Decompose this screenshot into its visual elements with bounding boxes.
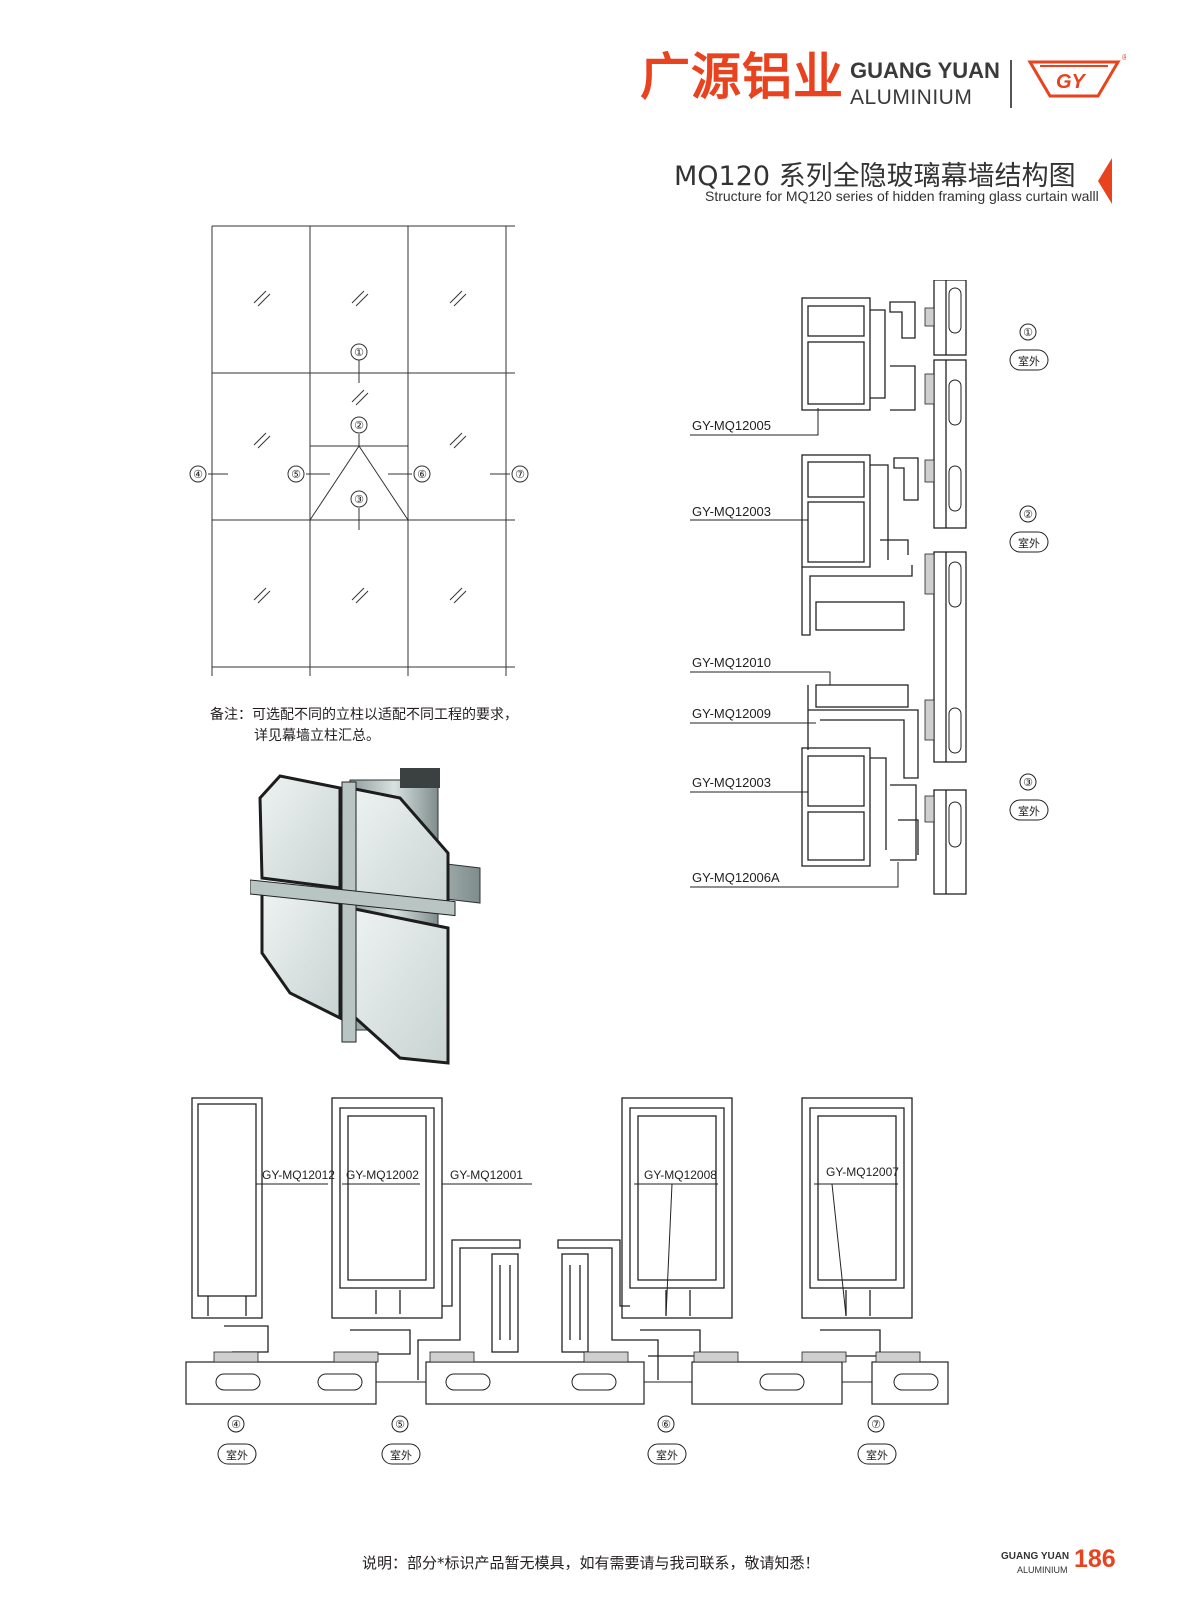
- glass-hatch-icon: [351, 587, 369, 604]
- horizontal-section-drawing: GY-MQ12012 GY-MQ12002 GY-MQ12001 GY-MQ12…: [185, 1097, 949, 1465]
- exterior-label: 室外: [656, 1448, 678, 1462]
- exterior-label: 室外: [1018, 354, 1040, 368]
- curtain-wall-3d-render: [250, 768, 481, 1065]
- label-gy-mq12005: GY-MQ12005: [692, 418, 771, 433]
- page-title-cn: MQ120 系列全隐玻璃幕墙结构图: [674, 161, 1076, 192]
- brand-separator: [1010, 60, 1012, 108]
- label-gy-mq12006a: GY-MQ12006A: [692, 870, 780, 885]
- label-gy-mq12010: GY-MQ12010: [692, 655, 771, 670]
- glass-hatch-icon: [351, 290, 369, 307]
- hsec-marker-5: ⑤: [395, 1419, 405, 1431]
- footer-note: 说明：部分*标识产品暂无模具，如有需要请与我司联系，敬请知悉！: [362, 1554, 820, 1572]
- logo-text: GY: [1056, 71, 1087, 93]
- label-gy-mq12012: GY-MQ12012: [262, 1168, 335, 1182]
- label-gy-mq12008: GY-MQ12008: [644, 1168, 717, 1182]
- hsec-marker-7: ⑦: [871, 1419, 881, 1431]
- label-gy-mq12001: GY-MQ12001: [450, 1168, 523, 1182]
- label-gy-mq12002: GY-MQ12002: [346, 1168, 419, 1182]
- vsec-marker-3: ③: [1023, 777, 1033, 789]
- marker-3: ③: [354, 494, 364, 506]
- glass-hatch-icon: [253, 290, 271, 307]
- footer-brand-line2: ALUMINIUM: [1017, 1565, 1068, 1575]
- hsec-marker-4: ④: [231, 1419, 241, 1431]
- marker-4: ④: [193, 469, 203, 481]
- exterior-label: 室外: [226, 1448, 248, 1462]
- label-gy-mq12007: GY-MQ12007: [826, 1165, 899, 1179]
- exterior-label: 室外: [1018, 804, 1040, 818]
- glass-hatch-icon: [449, 432, 467, 449]
- vsec-marker-2: ②: [1023, 509, 1033, 521]
- marker-7: ⑦: [515, 469, 525, 481]
- glass-hatch-icon: [449, 587, 467, 604]
- vsec-marker-1: ①: [1023, 327, 1033, 339]
- note-line-1: 备注：可选配不同的立柱以适配不同工程的要求，: [210, 707, 518, 723]
- marker-2: ②: [354, 420, 364, 432]
- label-gy-mq12003-bottom: GY-MQ12003: [692, 775, 771, 790]
- page-number: 186: [1074, 1545, 1116, 1573]
- brand-name-en-line1: GUANG YUAN: [850, 58, 1000, 83]
- svg-text:®: ®: [1122, 53, 1126, 62]
- brand-name-en-line2: ALUMINIUM: [850, 86, 973, 109]
- footer-brand-line1: GUANG YUAN: [1001, 1551, 1070, 1562]
- page-title-en: Structure for MQ120 series of hidden fra…: [705, 188, 1099, 204]
- glass-hatch-icon: [449, 290, 467, 307]
- note-line-2: 详见幕墙立柱汇总。: [254, 728, 380, 744]
- brand-name-cn: 广源铝业: [640, 48, 844, 106]
- hsec-marker-6: ⑥: [661, 1419, 671, 1431]
- glass-hatch-icon: [253, 587, 271, 604]
- label-gy-mq12009: GY-MQ12009: [692, 706, 771, 721]
- label-gy-mq12003-top: GY-MQ12003: [692, 504, 771, 519]
- elevation-drawing: ① ② ③ ④ ⑤ ⑥ ⑦: [189, 225, 529, 676]
- glass-hatch-icon: [253, 432, 271, 449]
- marker-6: ⑥: [417, 469, 427, 481]
- exterior-label: 室外: [1018, 536, 1040, 550]
- marker-1: ①: [354, 347, 364, 359]
- vertical-section-drawing: GY-MQ12005 GY-MQ12003 GY-MQ12010 GY-MQ12…: [690, 280, 1049, 895]
- exterior-label: 室外: [866, 1448, 888, 1462]
- exterior-label: 室外: [390, 1448, 412, 1462]
- title-arrow-icon: [1098, 158, 1112, 204]
- glass-hatch-icon: [351, 389, 369, 406]
- brand-logo-icon: GY ®: [1027, 53, 1126, 98]
- marker-5: ⑤: [291, 469, 301, 481]
